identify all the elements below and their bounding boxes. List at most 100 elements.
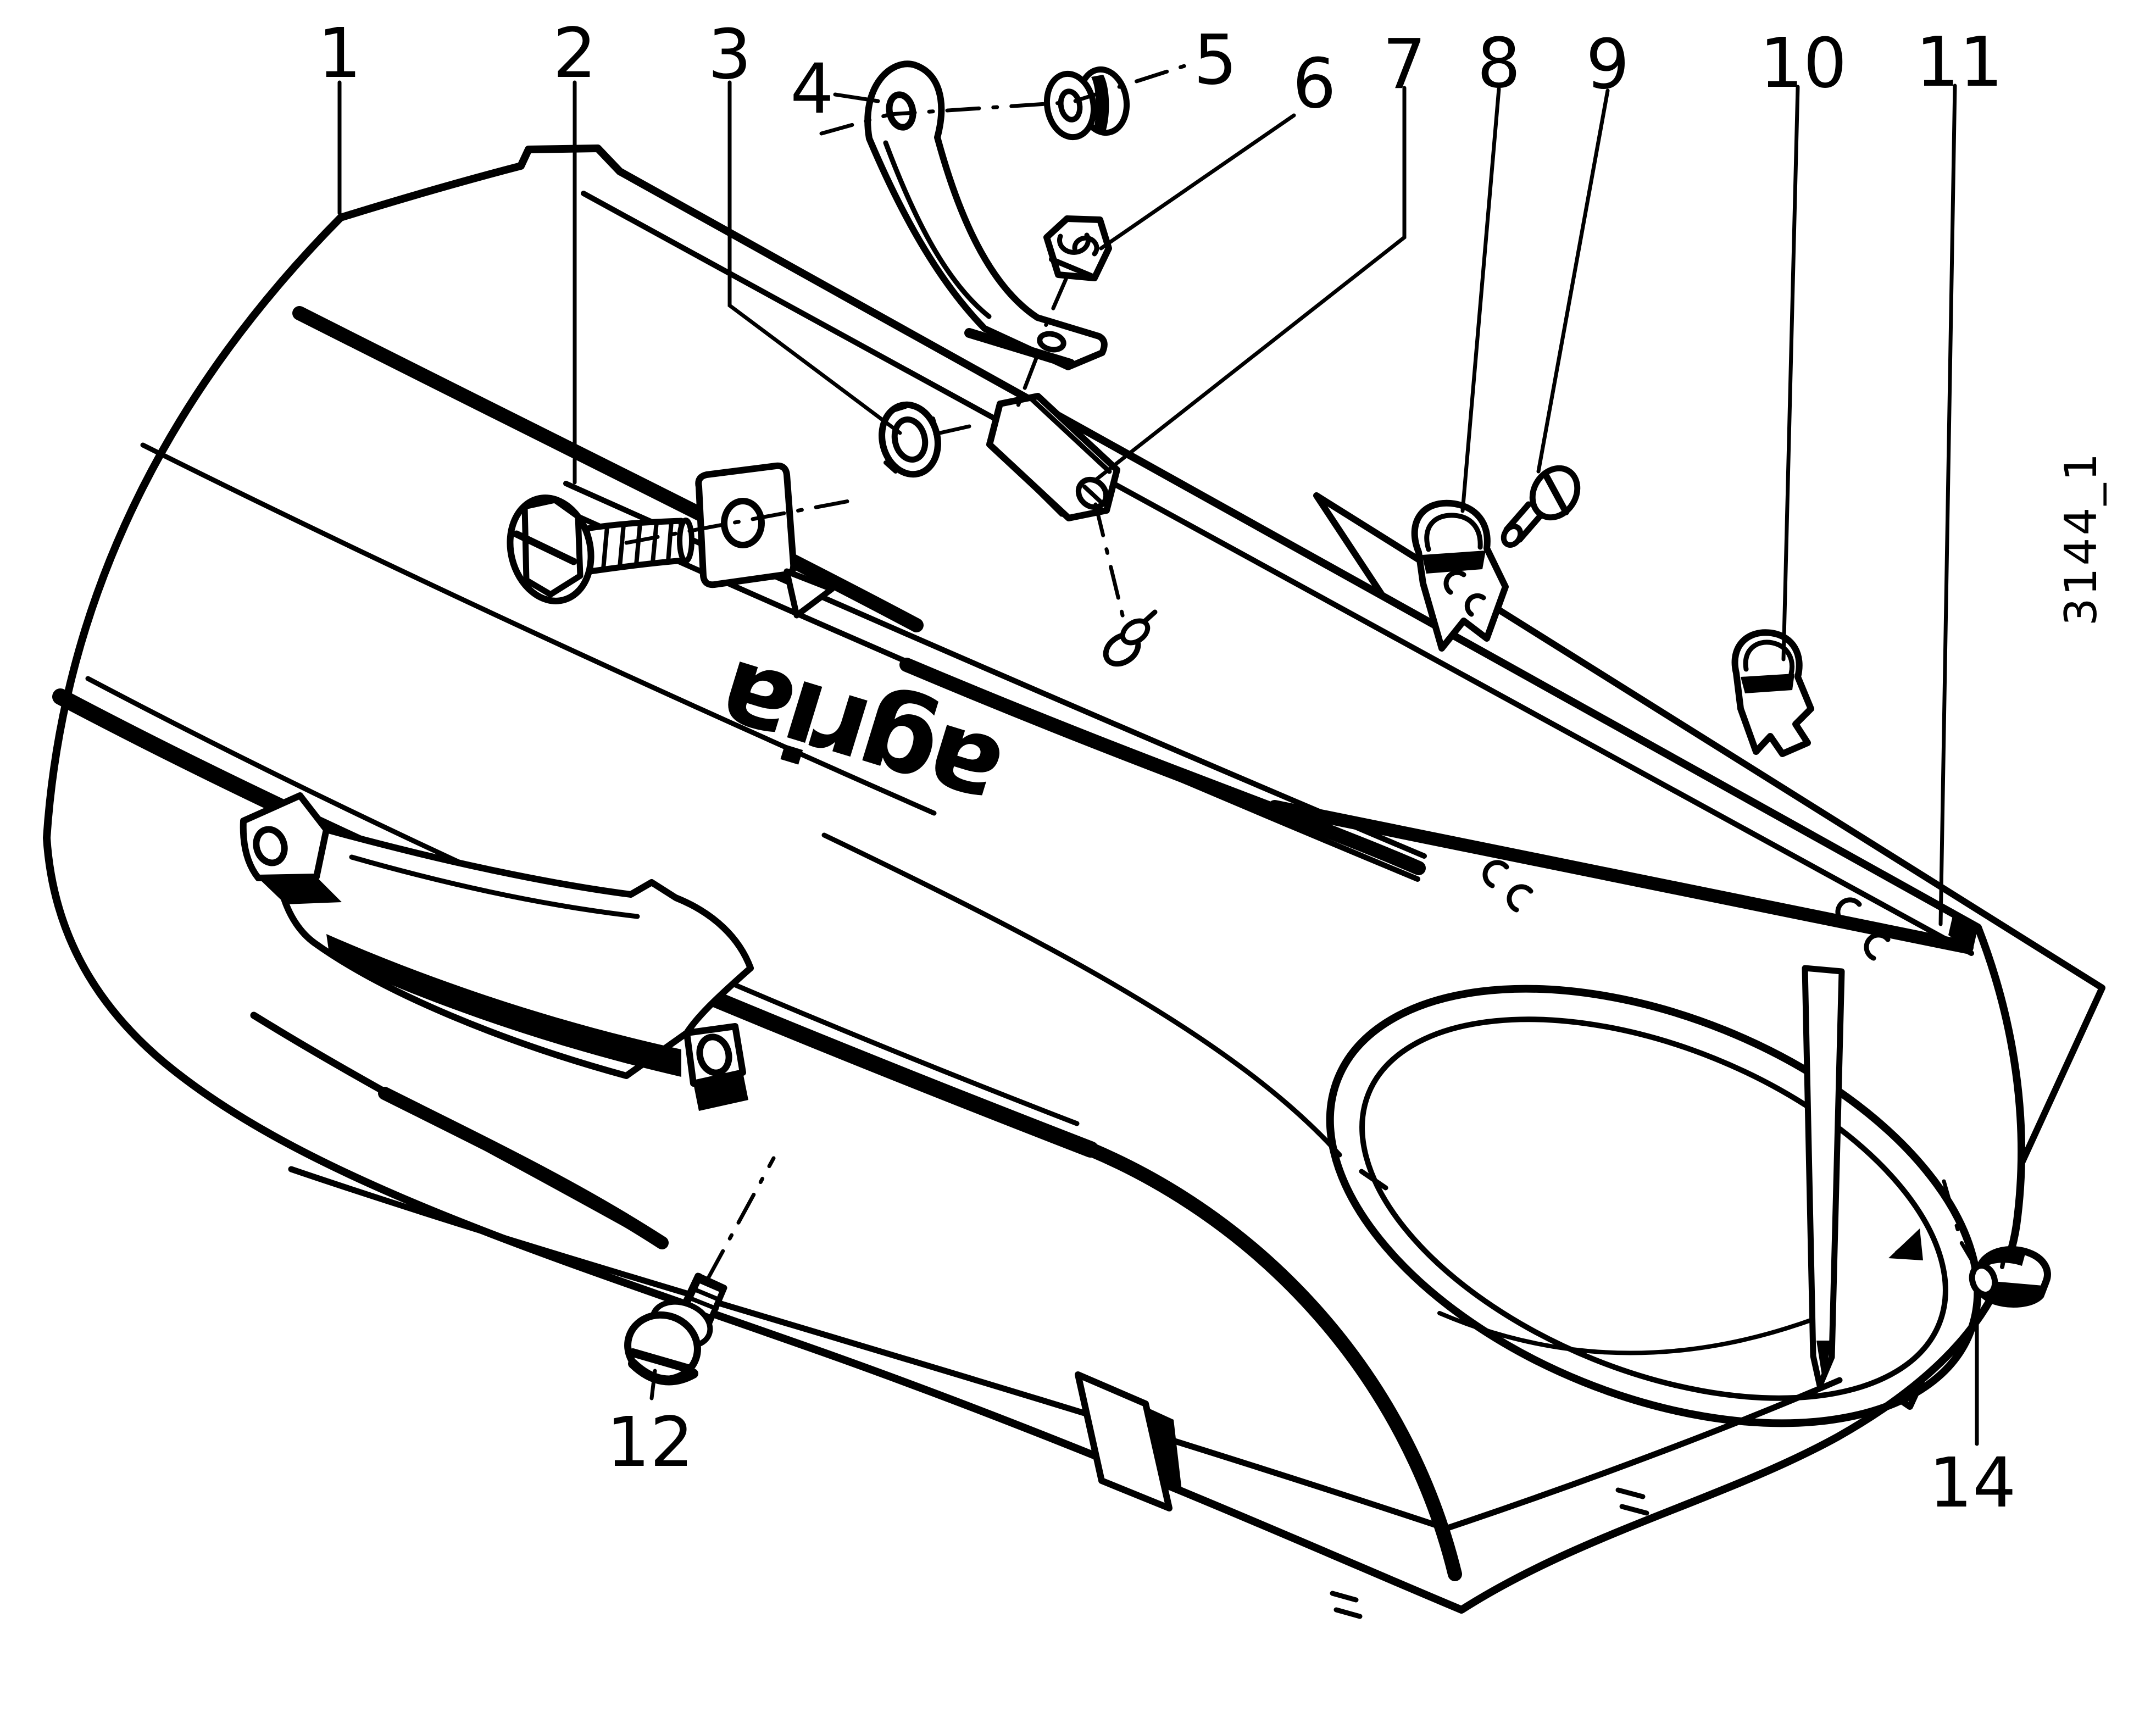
belt-opening-inner-rim xyxy=(1359,1016,1948,1401)
handle-ear-right-hole xyxy=(696,1033,732,1076)
leader-10 xyxy=(1781,85,1800,662)
inner-bottom-rim xyxy=(288,1166,1843,1532)
part-6-lock-nut xyxy=(1043,215,1112,281)
c-mark-1 xyxy=(1482,860,1509,888)
dome-crease-shadow xyxy=(292,306,924,632)
opening-inner-surface-line xyxy=(1437,1311,1832,1355)
spacer-edge-line xyxy=(1027,395,1112,474)
clip8-inner-loop xyxy=(1424,513,1483,552)
cover-step-flap xyxy=(1075,1371,1173,1511)
clip10-fold-shadow xyxy=(1741,674,1794,693)
grommet-groove-shadow xyxy=(1091,75,1109,132)
strap-tip-shadow xyxy=(1816,1341,1832,1382)
label-11: 11 xyxy=(1915,23,2003,102)
part-5-grommet-pair xyxy=(1043,66,1130,141)
grommet-bore xyxy=(1058,88,1083,123)
screw2-slot xyxy=(513,530,577,565)
clip8-body xyxy=(1411,499,1509,652)
part-3-thin-hex-nut xyxy=(879,401,971,478)
screw12-head-shadow xyxy=(628,1359,698,1386)
label-12: 12 xyxy=(606,1403,693,1482)
triangle-vent-highlight xyxy=(1894,1234,1919,1255)
clip8-cutouts xyxy=(1443,570,1486,617)
label-4: 4 xyxy=(790,49,834,129)
part-10-cable-clip xyxy=(1731,629,1814,757)
label-3: 3 xyxy=(708,15,752,95)
handle-inner-line xyxy=(349,854,640,919)
leader-lines xyxy=(337,80,1979,1446)
seam-stud-screw xyxy=(1103,609,1158,667)
clip10-inner-loop xyxy=(1743,640,1794,676)
screw12-slot xyxy=(629,1348,694,1374)
bracket4-foot-shadow xyxy=(964,328,1075,369)
handle-ear-left-hole xyxy=(253,826,288,866)
square-nut-plate xyxy=(695,462,835,619)
leader-6 xyxy=(1099,113,1296,251)
leader-12 xyxy=(649,1369,657,1400)
nut-plate-tab xyxy=(784,568,835,619)
spacer-thread-hole xyxy=(1075,476,1109,510)
c-mark-3 xyxy=(1835,897,1862,926)
label-6: 6 xyxy=(1292,44,1336,124)
c-mark-2 xyxy=(1507,884,1533,913)
axis-grommet xyxy=(819,63,1190,136)
screw9-slot xyxy=(1542,470,1569,515)
top-seam-lower-line xyxy=(581,191,1974,956)
grommet-front xyxy=(1043,70,1097,141)
bracket4-body xyxy=(864,60,1108,370)
nut-plate-body xyxy=(695,462,797,588)
nut6-base-line xyxy=(1049,257,1094,279)
screw2-tip xyxy=(677,518,694,564)
label-8: 8 xyxy=(1477,24,1521,103)
axis-screw12 xyxy=(705,1156,776,1281)
axis-nut14 xyxy=(1942,1179,1978,1269)
handle-ear-left-shadow xyxy=(258,877,342,904)
part-2-flange-screw xyxy=(507,494,694,604)
label-5: 5 xyxy=(1193,20,1237,100)
handle-channel xyxy=(275,826,754,1079)
leader-8 xyxy=(1460,87,1501,513)
bracket4-foot-hole xyxy=(1037,331,1066,353)
nut3-facets xyxy=(883,404,940,474)
cover-handle-bracket xyxy=(240,792,754,1249)
screw2-threads xyxy=(601,519,674,571)
nut3-bore xyxy=(891,416,929,463)
part-number-labels: 1 2 3 4 5 6 7 8 9 10 11 12 14 xyxy=(318,14,2016,1523)
label-7: 7 xyxy=(1382,25,1426,104)
part-7-hex-spacer xyxy=(986,393,1120,521)
axis-spacer xyxy=(1012,277,1126,624)
leader-11 xyxy=(1938,84,1957,926)
label-1: 1 xyxy=(318,14,362,93)
screw9-tip xyxy=(1501,524,1524,548)
spacer-face-shadow xyxy=(986,442,1069,518)
step-flap-shadow xyxy=(1147,1408,1182,1496)
assembly-axes xyxy=(624,63,1978,1281)
screw2-hex-head xyxy=(521,497,584,598)
label-9: 9 xyxy=(1586,25,1630,104)
face-crease-upper xyxy=(140,442,937,816)
clip8-fold-shadow xyxy=(1422,551,1486,574)
nut6-curl-marks xyxy=(1057,232,1099,257)
nut3-axis-stub xyxy=(933,424,971,436)
nut14-facets xyxy=(2000,1253,2032,1299)
face-crease-lower xyxy=(821,832,1342,1158)
handle-ear-right-shadow xyxy=(693,1072,748,1111)
part-9-pan-screw xyxy=(1501,465,1581,548)
handle-bottom-shadow xyxy=(378,1087,669,1249)
stud-tip xyxy=(1141,609,1158,625)
handle-shadow-wedge xyxy=(326,934,681,1077)
stud-washer xyxy=(1120,618,1151,646)
drawing-number-text: 3144_1 xyxy=(2055,451,2107,626)
rim-tick-pair-2 xyxy=(1615,1487,1649,1516)
label-2: 2 xyxy=(553,14,597,93)
strap-top-shadow xyxy=(1948,911,1978,952)
bracket4-fold-line xyxy=(883,140,992,319)
label-10: 10 xyxy=(1759,24,1847,103)
part-4-support-bracket xyxy=(864,60,1108,370)
part-12-screw xyxy=(624,1272,727,1386)
nut-plate-hole xyxy=(721,498,765,548)
cover-strap-rib xyxy=(1802,965,1845,1389)
part-14-flange-nut xyxy=(1969,1246,2051,1308)
rim-tick-pair-1 xyxy=(1330,1591,1363,1619)
